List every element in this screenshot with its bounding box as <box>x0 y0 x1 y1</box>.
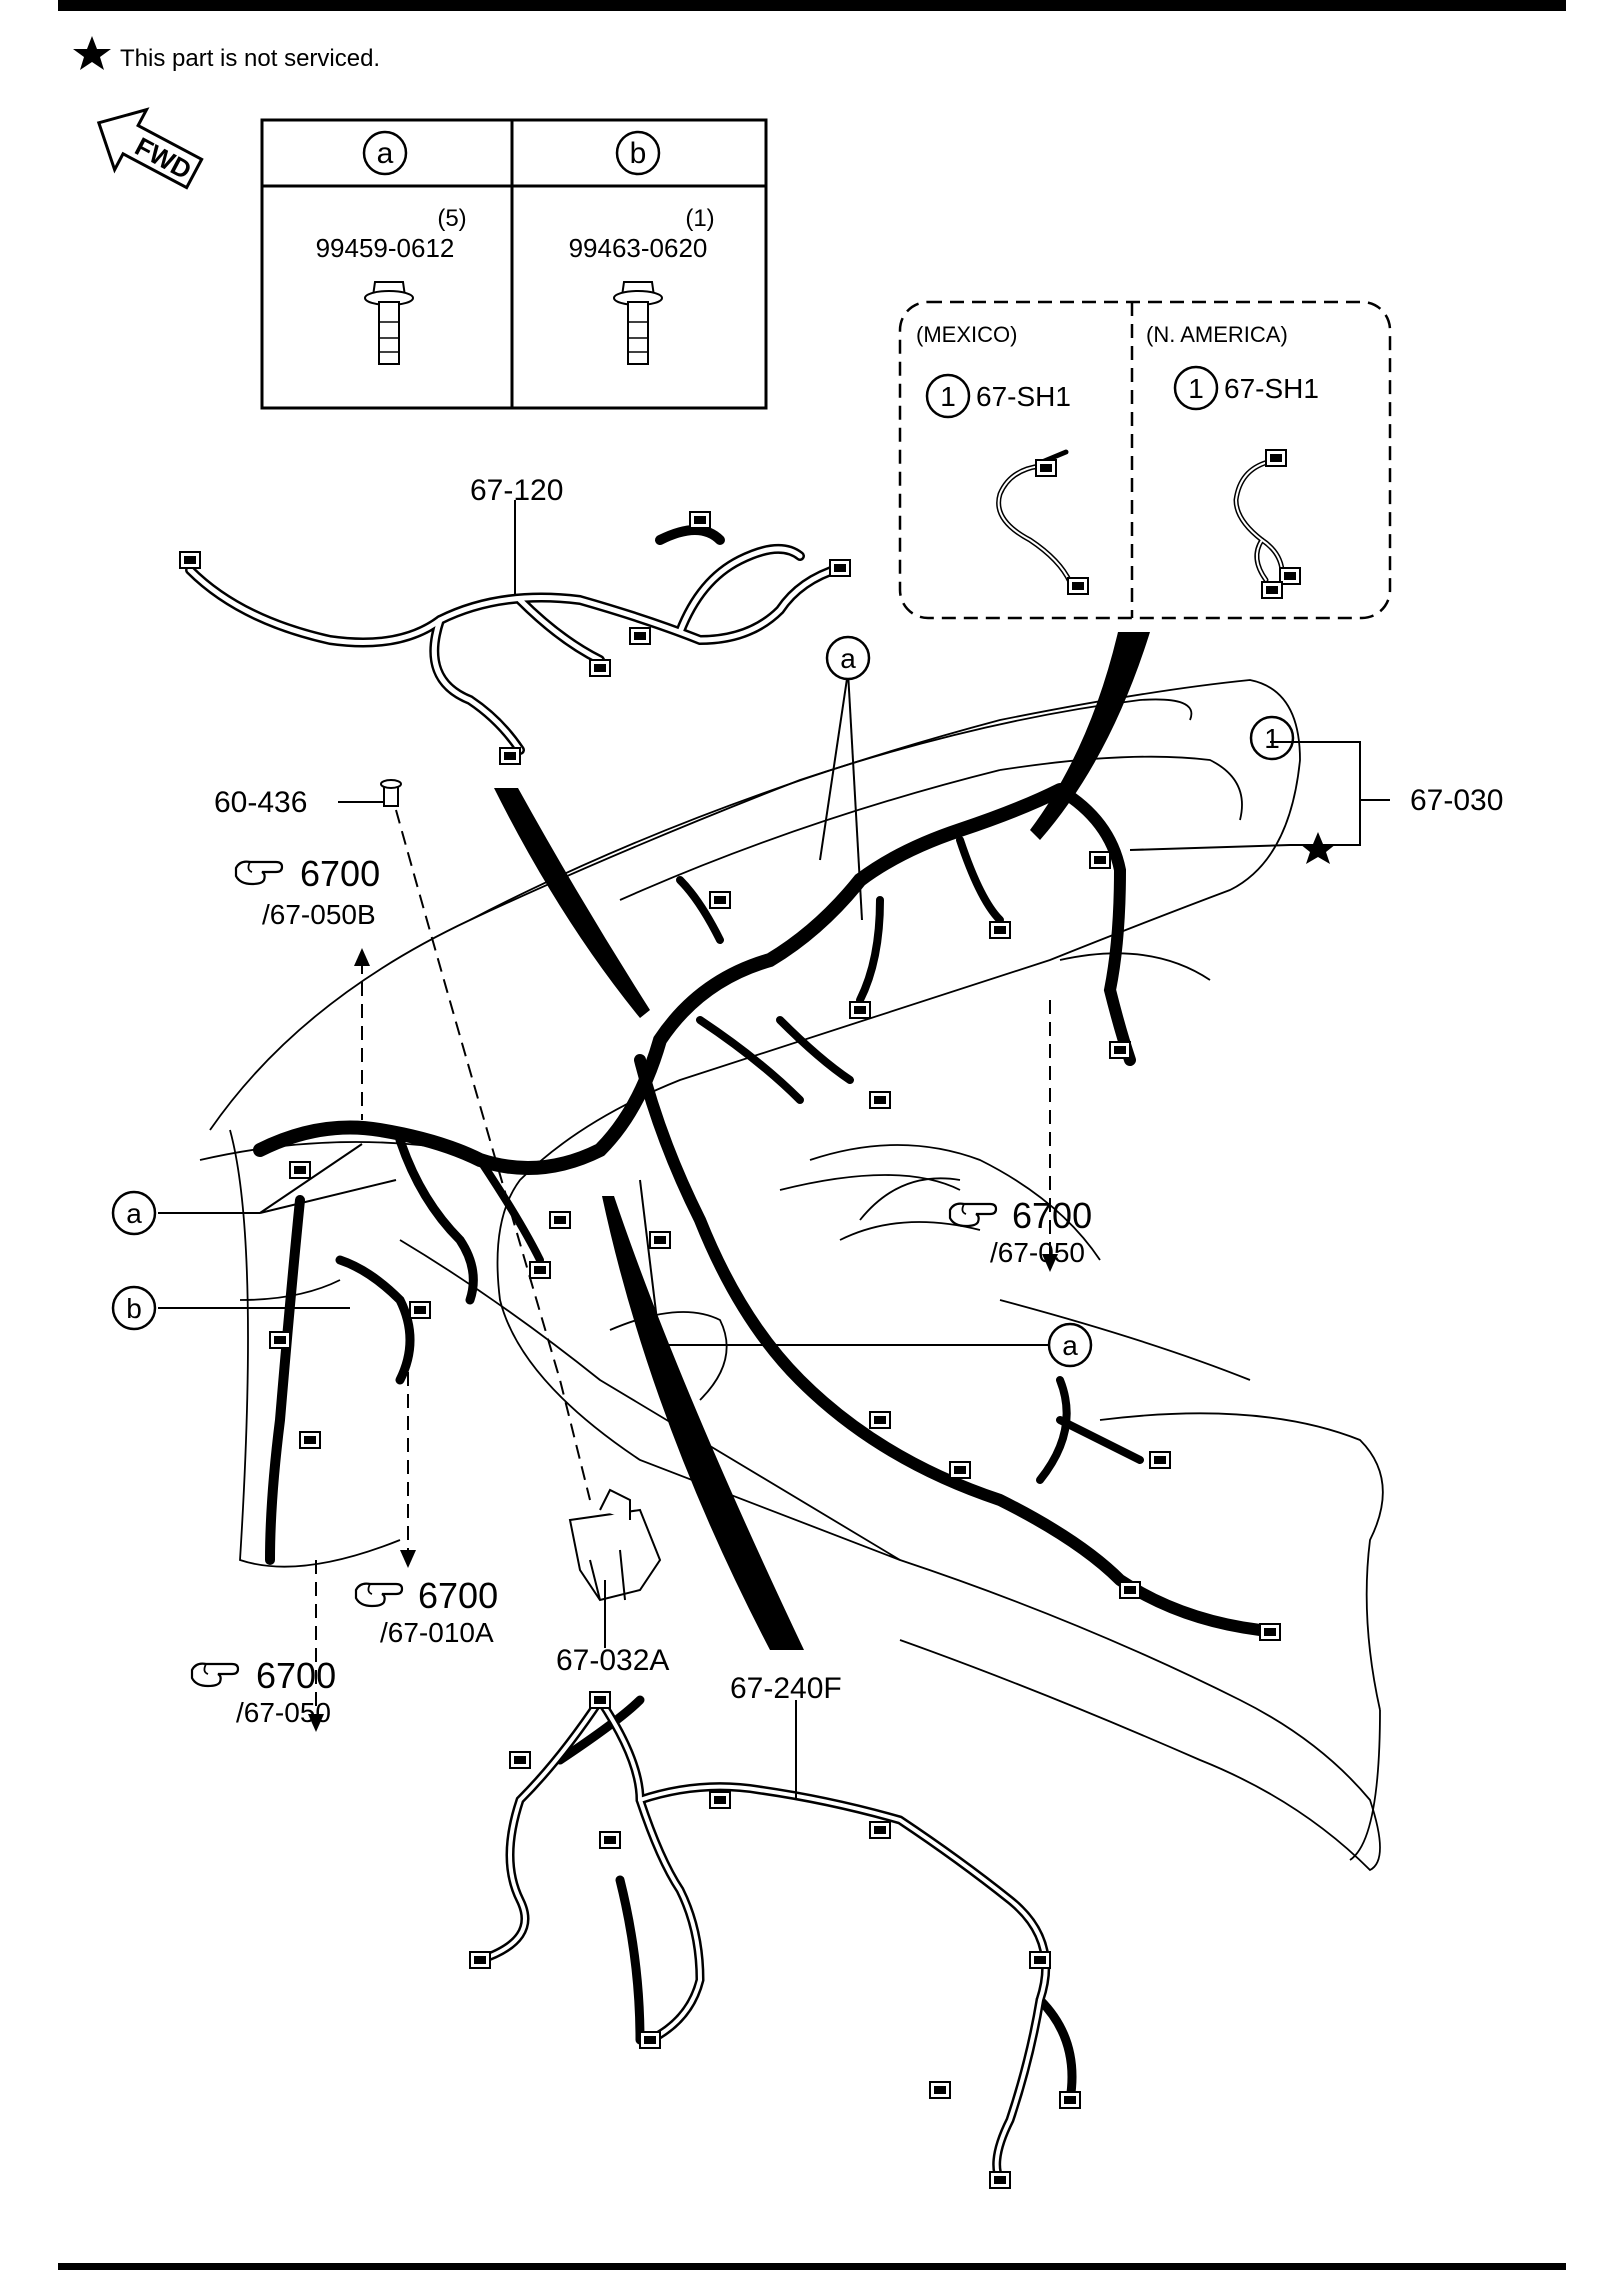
leader-wedge-front <box>494 788 650 1018</box>
main-harness-index-circle <box>1249 715 1295 761</box>
top-rule <box>58 0 1566 11</box>
fastener-a-marker <box>1047 1322 1093 1368</box>
fastener-b-letter: b <box>630 137 647 170</box>
reference-67-010a[interactable]: 6700 /67-010A <box>354 1575 498 1648</box>
north-america-label: (N. AMERICA) <box>1146 322 1288 347</box>
bolt-60-436 <box>380 779 402 807</box>
reference-section: 6700 <box>418 1575 498 1616</box>
bottom-rule <box>58 2263 1566 2270</box>
bolt-icon <box>613 281 663 365</box>
main-harness-index: 1 <box>1264 723 1280 754</box>
callout-67-240f: 67-240F <box>730 1672 842 1705</box>
instrument-panel-outline <box>199 679 1384 1872</box>
fastener-b-marker-label: b <box>126 1293 142 1324</box>
fastener-table: a b (5) 99459-0612 (1) 99463-0620 <box>260 118 768 410</box>
fastener-a-marker <box>111 1190 157 1236</box>
reference-section: 6700 <box>256 1655 336 1696</box>
fastener-b-quantity: (1) <box>685 205 714 232</box>
pointing-hand-icon <box>354 1582 404 1608</box>
fastener-a-marker-label: a <box>1062 1330 1078 1361</box>
subharness-box: (MEXICO) (N. AMERICA) 1 67-SH1 1 67-SH1 <box>898 300 1392 620</box>
fastener-b-marker <box>111 1285 157 1331</box>
not-serviced-note: This part is not serviced. <box>120 45 380 72</box>
mexico-index: 1 <box>940 381 956 412</box>
main-harness <box>253 783 1266 1636</box>
fwd-arrow-icon: FWD <box>96 107 204 190</box>
reference-67-050-left[interactable]: 6700 /67-050 <box>190 1655 336 1728</box>
floor-harness <box>469 1691 1081 2189</box>
mexico-label: (MEXICO) <box>916 322 1017 347</box>
bracket <box>568 1488 662 1602</box>
fastener-b-part-number: 99463-0620 <box>569 233 708 263</box>
reference-lines <box>315 809 1051 1720</box>
fastener-a-quantity: (5) <box>437 205 466 232</box>
callout-67-120: 67-120 <box>470 474 563 507</box>
front-harness <box>179 511 851 765</box>
reference-page: /67-010A <box>380 1617 494 1648</box>
reference-page: /67-050B <box>262 899 376 930</box>
pointing-hand-icon <box>234 860 284 886</box>
leader-lines <box>158 500 1390 1800</box>
callout-60-436: 60-436 <box>214 786 307 819</box>
callout-67-030: 67-030 <box>1410 784 1503 817</box>
bolt-icon <box>364 281 414 365</box>
mexico-part: 67-SH1 <box>976 381 1071 412</box>
pointing-hand-icon <box>948 1202 998 1228</box>
leader-wedge-floor <box>602 1196 804 1650</box>
callout-67-032a: 67-032A <box>556 1644 669 1677</box>
reference-67-050-right[interactable]: 6700 /67-050 <box>948 1195 1092 1268</box>
north-america-index: 1 <box>1188 373 1204 404</box>
north-america-part: 67-SH1 <box>1224 373 1319 404</box>
fastener-a-marker <box>825 635 871 681</box>
fastener-a-marker-label: a <box>126 1198 142 1229</box>
reference-page: /67-050 <box>990 1237 1085 1268</box>
fastener-a-part-number: 99459-0612 <box>316 233 455 263</box>
fastener-a-letter: a <box>377 137 394 170</box>
reference-page: /67-050 <box>236 1697 331 1728</box>
pointing-hand-icon <box>190 1662 240 1688</box>
star-icon <box>73 36 111 70</box>
reference-section: 6700 <box>300 853 380 894</box>
star-icon <box>1300 832 1336 864</box>
reference-section: 6700 <box>1012 1195 1092 1236</box>
reference-67-050b[interactable]: 6700 /67-050B <box>234 853 380 930</box>
arrowheads <box>308 948 1058 1732</box>
fastener-a-marker-label: a <box>840 643 856 674</box>
main-harness-connectors <box>269 851 1281 1641</box>
